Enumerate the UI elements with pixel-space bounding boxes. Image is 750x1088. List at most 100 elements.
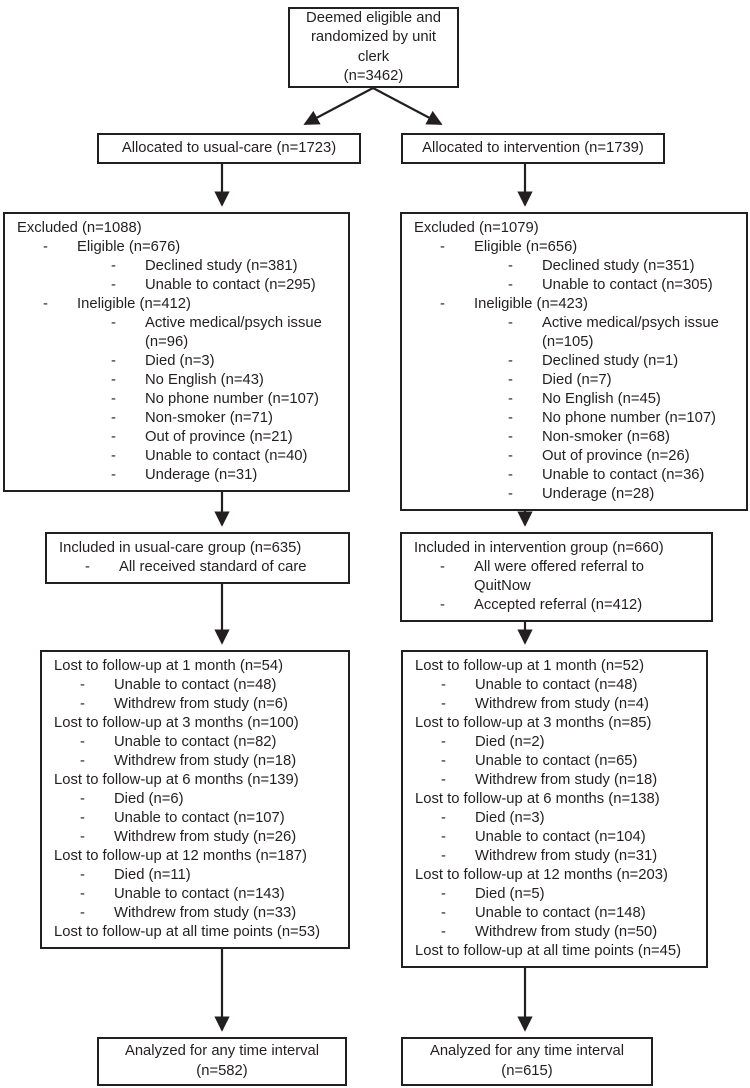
flow-item: Lost to follow-up at 1 month (n=52): [415, 657, 704, 676]
flow-item-text: Lost to follow-up at 6 months (n=138): [415, 791, 660, 807]
flow-item-text: Died (n=6): [114, 791, 184, 807]
flow-item-text: Lost to follow-up at 1 month (n=54): [54, 658, 284, 674]
flow-item: -Withdrew from study (n=33): [54, 904, 346, 923]
dash-bullet: -: [508, 258, 513, 274]
flow-item-text: Declined study (n=1): [542, 353, 679, 369]
flow-item: -Withdrew from study (n=31): [415, 847, 704, 866]
dash-bullet: -: [440, 559, 445, 575]
box-lost-followup-usual-care: Lost to follow-up at 1 month (n=54)-Unab…: [40, 650, 350, 949]
flow-item: -Unable to contact (n=305): [414, 276, 744, 295]
dash-bullet: -: [508, 467, 513, 483]
flow-item: Lost to follow-up at 3 months (n=85): [415, 714, 704, 733]
flow-item-text: Withdrew from study (n=26): [114, 829, 297, 845]
flow-item-text: Lost to follow-up at 1 month (n=52): [415, 658, 645, 674]
flow-item: - Ineligible (n=412): [17, 295, 346, 314]
dash-bullet: -: [441, 696, 446, 712]
flow-item-text: Ineligible (n=412): [77, 296, 191, 312]
flow-item: -Out of province (n=21): [17, 428, 346, 447]
flow-item-text: QuitNow: [474, 578, 531, 594]
flow-item-text: Excluded (n=1088): [17, 220, 142, 236]
flow-item: -Non-smoker (n=68): [414, 428, 744, 447]
flow-item: Excluded (n=1088): [17, 219, 346, 238]
flow-item-text: Unable to contact (n=48): [475, 677, 638, 693]
flow-item: (n=96): [17, 333, 346, 352]
flow-item-text: Unable to contact (n=143): [114, 886, 285, 902]
dash-bullet: -: [441, 734, 446, 750]
flow-item: -Unable to contact (n=295): [17, 276, 346, 295]
flow-item: -Underage (n=28): [414, 485, 744, 504]
flow-item-text: Lost to follow-up at all time points (n=…: [415, 943, 682, 959]
flow-item-text: Lost to follow-up at 6 months (n=139): [54, 772, 299, 788]
flow-item: -Ineligible (n=423): [414, 295, 744, 314]
flow-item-text: Lost to follow-up at 3 months (n=85): [415, 715, 652, 731]
flow-item: -Underage (n=31): [17, 466, 346, 485]
flow-item-text: Non-smoker (n=71): [145, 410, 273, 426]
box-excluded-intervention: Excluded (n=1079)-Eligible (n=656)-Decli…: [400, 212, 748, 511]
flow-item: -Died (n=11): [54, 866, 346, 885]
flow-item-text: All were offered referral to: [474, 559, 644, 575]
flow-item: (n=105): [414, 333, 744, 352]
flow-item-text: Accepted referral (n=412): [474, 597, 643, 613]
flow-item-text: Lost to follow-up at all time points (n=…: [54, 924, 321, 940]
box-allocated-usual-care: Allocated to usual-care (n=1723): [97, 133, 361, 164]
flow-item: -Active medical/psych issue: [414, 314, 744, 333]
flow-item: - Died (n=7): [414, 371, 744, 390]
flow-item-text: Ineligible (n=423): [474, 296, 588, 312]
flow-item: Lost to follow-up at all time points (n=…: [54, 923, 346, 942]
flow-item: -No phone number (n=107): [414, 409, 744, 428]
dash-bullet: -: [440, 597, 445, 613]
dash-bullet: -: [80, 753, 85, 769]
dash-bullet: -: [111, 448, 116, 464]
flow-item: Lost to follow-up at 3 months (n=100): [54, 714, 346, 733]
box-allocated-intervention: Allocated to intervention (n=1739): [401, 133, 665, 164]
flow-item-text: Died (n=7): [542, 372, 612, 388]
flow-item-text: Unable to contact (n=107): [114, 810, 285, 826]
flow-item: Included in usual-care group (n=635): [59, 539, 346, 558]
flow-item: -Died (n=5): [415, 885, 704, 904]
dash-bullet: -: [43, 239, 48, 255]
flow-item: Included in intervention group (n=660): [414, 539, 709, 558]
flow-item-text: No English (n=45): [542, 391, 661, 407]
dash-bullet: -: [80, 791, 85, 807]
box-randomized: Deemed eligible and randomized by unit c…: [288, 7, 459, 88]
flow-item-text: Withdrew from study (n=33): [114, 905, 297, 921]
flow-item-text: Non-smoker (n=68): [542, 429, 670, 445]
flow-item: -Unable to contact (n=107): [54, 809, 346, 828]
flow-item: -Unable to contact (n=48): [415, 676, 704, 695]
dash-bullet: -: [440, 239, 445, 255]
dash-bullet: -: [441, 829, 446, 845]
dash-bullet: -: [111, 467, 116, 483]
dash-bullet: -: [441, 772, 446, 788]
dash-bullet: -: [80, 886, 85, 902]
flow-item-text: Died (n=11): [114, 867, 191, 883]
dash-bullet: -: [111, 410, 116, 426]
flow-item: - Died (n=6): [54, 790, 346, 809]
dash-bullet: -: [441, 886, 446, 902]
dash-bullet: -: [441, 810, 446, 826]
dash-bullet: -: [43, 296, 48, 312]
flow-item-text: Declined study (n=351): [542, 258, 695, 274]
dash-bullet: -: [80, 829, 85, 845]
dash-bullet: -: [111, 429, 116, 445]
arrow-top-to-intervention: [372, 87, 443, 125]
flow-item: -All received standard of care: [59, 558, 346, 577]
flow-item: Lost to follow-up at 6 months (n=138): [415, 790, 704, 809]
flow-item-text: All received standard of care: [119, 559, 307, 575]
flow-item: -No English (n=43): [17, 371, 346, 390]
dash-bullet: -: [441, 848, 446, 864]
flow-item-text: Withdrew from study (n=18): [475, 772, 658, 788]
dash-bullet: -: [111, 372, 116, 388]
flow-item-text: Unable to contact (n=148): [475, 905, 646, 921]
dash-bullet: -: [508, 372, 513, 388]
dash-bullet: -: [508, 315, 513, 331]
flow-item-text: Active medical/psych issue: [145, 315, 322, 331]
box-analyzed-usual-care: Analyzed for any time interval (n=582): [97, 1037, 347, 1086]
flow-item: Lost to follow-up at 1 month (n=54): [54, 657, 346, 676]
flow-item: -Withdrew from study (n=6): [54, 695, 346, 714]
flow-item: -No English (n=45): [414, 390, 744, 409]
flow-item: Lost to follow-up at all time points (n=…: [415, 942, 704, 961]
flow-item: - Unable to contact (n=143): [54, 885, 346, 904]
flow-item: - Non-smoker (n=71): [17, 409, 346, 428]
